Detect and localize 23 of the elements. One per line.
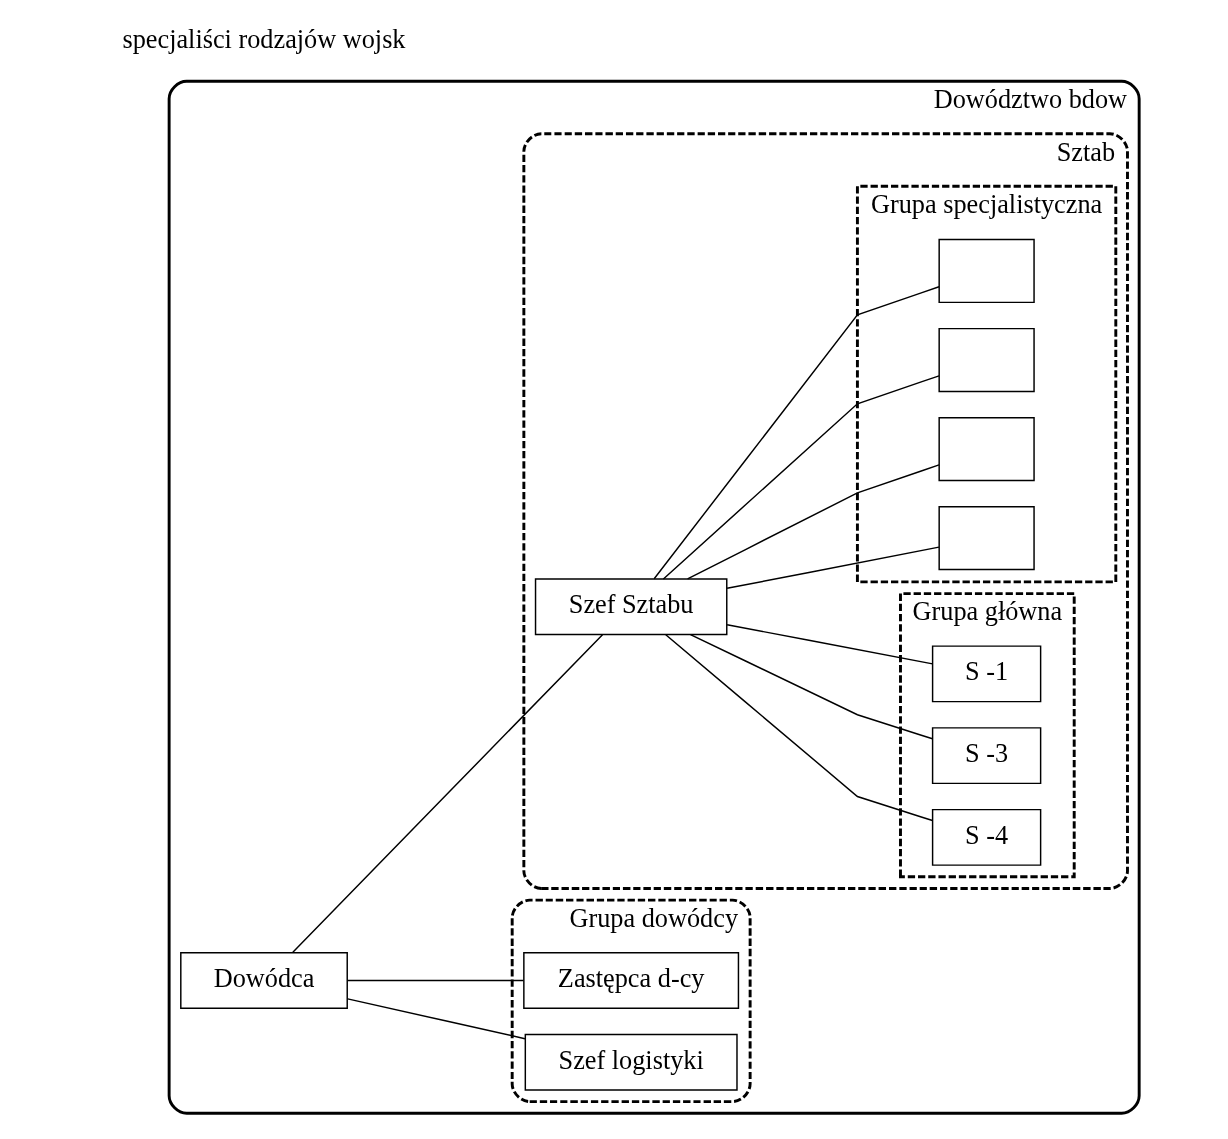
connector <box>346 998 526 1040</box>
connector <box>662 375 940 580</box>
connector <box>346 979 525 982</box>
node-box <box>938 506 1035 571</box>
connector <box>726 624 934 665</box>
node-box: Dowódca <box>180 951 348 1009</box>
connector <box>689 633 934 740</box>
connector <box>665 634 934 822</box>
node-box <box>938 238 1035 304</box>
node-box <box>938 416 1035 482</box>
node-box: Zastępca d-cy <box>523 951 740 1009</box>
node-box: S -1 <box>931 645 1042 703</box>
connector <box>292 633 604 954</box>
cluster: Grupa specjalistyczna <box>855 184 1118 584</box>
node-box <box>938 327 1035 393</box>
connector <box>653 286 940 580</box>
connector <box>686 464 940 580</box>
node-box: Szef Sztabu <box>534 578 728 636</box>
connector <box>726 546 940 590</box>
label: specjaliści rodzajów wojsk <box>122 25 406 55</box>
node-box: Szef logistyki <box>524 1033 738 1091</box>
node-box: S -4 <box>931 808 1042 866</box>
node-box: S -3 <box>931 727 1042 785</box>
